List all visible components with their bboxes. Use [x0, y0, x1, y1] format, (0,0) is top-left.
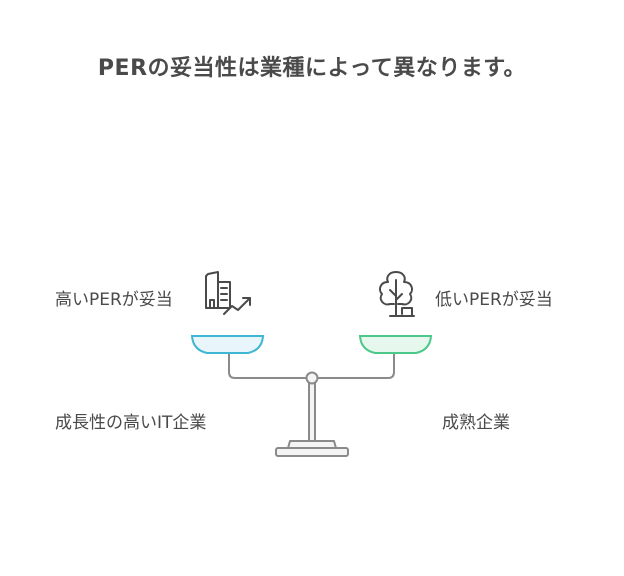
left-description: 成長性の高いIT企業 [55, 413, 207, 433]
right-description: 成熟企業 [442, 413, 510, 433]
scale-pivot [305, 371, 319, 385]
tree-icon [379, 271, 415, 317]
scale-base [275, 447, 349, 457]
left-pan [190, 335, 265, 354]
left-label: 高いPERが妥当 [55, 290, 173, 310]
scale-pole [308, 382, 316, 442]
right-label: 低いPERが妥当 [435, 290, 553, 310]
right-pan [358, 335, 433, 354]
scale-base-top [287, 440, 337, 449]
growth-chart-buildings-icon [205, 271, 251, 315]
page-title: PERの妥当性は業種によって異なります。 [97, 56, 527, 81]
